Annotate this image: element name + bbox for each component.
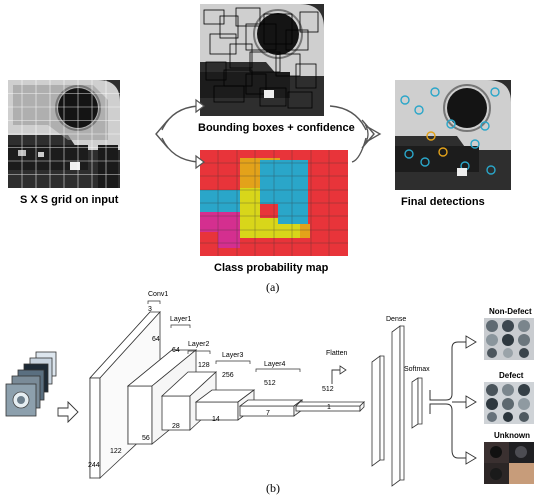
layer4-label: Layer4 (264, 361, 286, 368)
layer3-label: Layer3 (222, 352, 244, 359)
conv1-width: 64 (152, 336, 160, 343)
input-image-stack (5, 351, 57, 417)
softmax-label: Softmax (404, 366, 430, 373)
layer2-label: Layer2 (188, 341, 210, 348)
class-probability-label: Class probability map (214, 262, 329, 274)
class-probability-map (200, 150, 348, 256)
layer3-depth: 256 (222, 372, 234, 379)
caption-a: (a) (266, 280, 280, 294)
cnn-architecture (5, 300, 534, 487)
bounding-boxes-label: Bounding boxes + confidence (198, 122, 355, 134)
dense-label: Dense (386, 316, 407, 323)
defect-thumbnails (484, 382, 534, 424)
layer4-depth: 512 (264, 380, 276, 387)
flatten-size: 1 (327, 404, 331, 411)
class-defect: Defect (499, 371, 524, 380)
conv1-label: Conv1 (148, 291, 169, 298)
flatten-label: Flatten (326, 350, 348, 357)
caption-b: (b) (266, 481, 280, 495)
size-7-label: 7 (266, 410, 270, 417)
final-detections-image (395, 80, 511, 190)
non-defect-thumbnails (484, 318, 534, 360)
class-unknown: Unknown (494, 431, 530, 440)
layer2-depth: 128 (198, 362, 210, 369)
layer1-depth: 64 (172, 347, 180, 354)
input-grid-label: S X S grid on input (20, 194, 119, 206)
conv1-size: 244 (88, 462, 100, 469)
unknown-thumbnails (484, 442, 534, 484)
input-grid-image (8, 80, 120, 188)
layer3-size: 28 (172, 423, 180, 430)
flow-arrows-a (155, 98, 382, 170)
layer1-label: Layer1 (170, 316, 192, 323)
final-detections-label: Final detections (401, 196, 485, 208)
class-non-defect: Non-Defect (489, 307, 532, 316)
flatten-dim: 512 (322, 386, 334, 393)
layer1-size: 122 (110, 448, 122, 455)
conv1-depth: 3 (148, 306, 152, 313)
bounding-boxes-image (200, 4, 324, 116)
layer2-size: 56 (142, 435, 150, 442)
layer4-size: 14 (212, 416, 220, 423)
